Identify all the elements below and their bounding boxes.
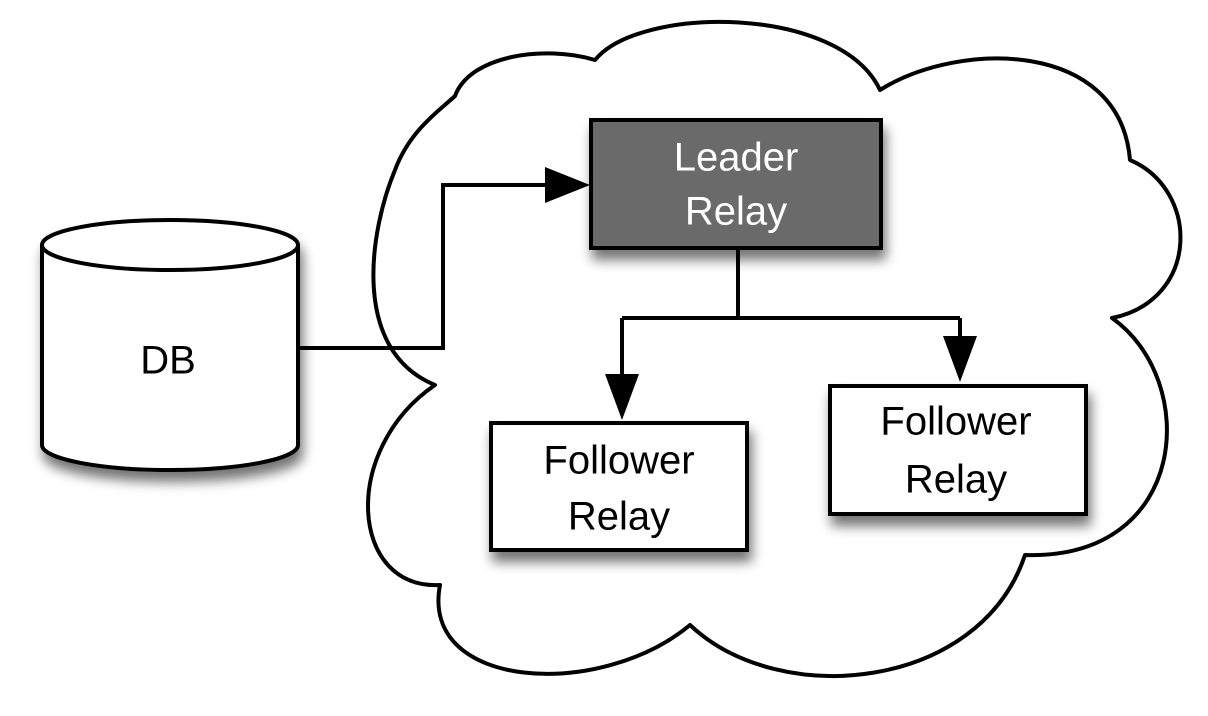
leader-relay-box bbox=[589, 118, 883, 250]
arrowhead-leader bbox=[545, 167, 590, 203]
database-label: DB bbox=[140, 339, 196, 383]
arrowhead-left-follower bbox=[605, 374, 639, 420]
follower-relay-left-label-line2: Relay bbox=[568, 495, 670, 539]
follower-relay-right-box bbox=[828, 384, 1088, 516]
follower-relay-right-label-line1: Follower bbox=[880, 400, 1031, 444]
database-top bbox=[40, 218, 300, 272]
arrowhead-right-follower bbox=[943, 336, 977, 382]
follower-relay-left-box bbox=[489, 421, 749, 552]
leader-relay-label-line1: Leader bbox=[674, 136, 799, 180]
leader-relay-label-line2: Relay bbox=[685, 190, 787, 234]
cloud-boundary bbox=[366, 19, 1183, 678]
database bbox=[40, 218, 300, 472]
follower-relay-right-label-line2: Relay bbox=[905, 458, 1007, 502]
connector-db-to-leader bbox=[298, 183, 550, 350]
follower-relay-left-label-line1: Follower bbox=[543, 439, 694, 483]
database-body bbox=[40, 245, 300, 472]
